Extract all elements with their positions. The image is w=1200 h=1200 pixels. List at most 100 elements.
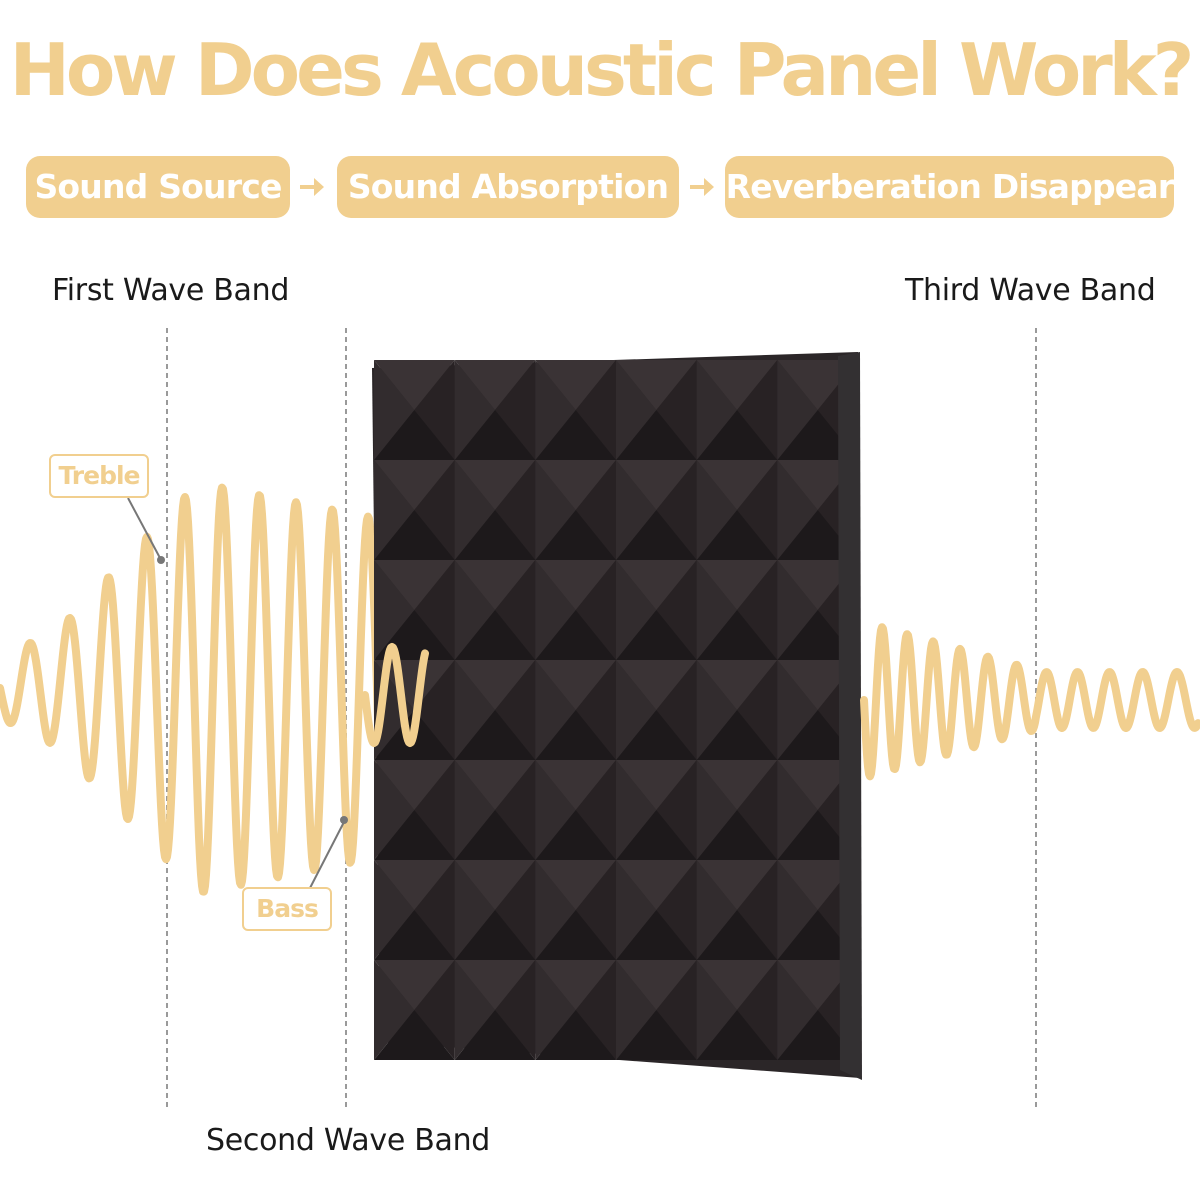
foam-pyramid-face: [777, 660, 858, 710]
foam-pyramid-face: [575, 360, 616, 460]
foam-pyramid-face: [575, 660, 616, 760]
foam-pyramid-face: [656, 560, 697, 660]
foam-pyramid-face: [616, 660, 697, 710]
foam-pyramid-face: [616, 460, 657, 560]
foam-pyramid-face: [495, 960, 536, 1060]
foam-pyramid-face: [777, 910, 858, 960]
foam-pyramid-face: [696, 360, 778, 410]
foam-pyramid-face: [454, 860, 495, 960]
foam-pyramid-face: [656, 960, 697, 1060]
foam-pyramid-face: [454, 360, 495, 460]
foam-pyramid-face: [696, 1010, 778, 1060]
foam-pyramid-face: [696, 610, 778, 660]
foam-pyramid-face: [535, 610, 616, 660]
foam-pyramid-face: [616, 560, 657, 660]
foam-pyramid-face: [696, 760, 737, 860]
foam-pyramid-face: [454, 860, 536, 910]
right-arrow-icon: [690, 178, 714, 196]
bass-leader-line: [309, 821, 345, 889]
foam-pyramid-face: [414, 560, 455, 660]
foam-pyramid-face: [454, 960, 536, 1010]
foam-pyramid-face: [535, 410, 616, 460]
foam-pyramid-face: [374, 960, 455, 1010]
foam-pyramid-face: [374, 760, 415, 860]
foam-pyramid-face: [696, 460, 778, 510]
bass-callout: Bass: [242, 887, 332, 931]
foam-pyramid-face: [696, 660, 737, 760]
foam-pyramid-face: [696, 810, 778, 860]
foam-pyramid-face: [616, 610, 697, 660]
foam-pyramid-face: [535, 910, 616, 960]
page-title: How Does Acoustic Panel Work?: [9, 28, 1195, 112]
foam-pyramid-face: [454, 760, 495, 860]
foam-pyramid-face: [454, 360, 536, 410]
foam-pyramid-face: [777, 660, 818, 760]
foam-pyramid-face: [454, 560, 536, 610]
foam-pyramid-face: [535, 460, 576, 560]
foam-pyramid-face: [616, 760, 697, 810]
first-wave-band-label: First Wave Band: [52, 273, 290, 308]
foam-pyramid-face: [535, 760, 576, 860]
bass-pointer-dot: [340, 816, 348, 824]
foam-pyramid-face: [535, 710, 616, 760]
foam-pyramid-face: [454, 660, 495, 760]
foam-pyramid-face: [374, 760, 455, 810]
foam-pyramid-face: [696, 460, 737, 560]
foam-pyramid-face: [696, 760, 778, 810]
foam-pyramid-face: [777, 860, 858, 910]
foam-pyramid-face: [374, 560, 415, 660]
foam-pyramid-face: [374, 810, 455, 860]
foam-pyramid-face: [374, 460, 415, 560]
foam-pyramid-face: [374, 410, 455, 460]
foam-pyramid-face: [374, 560, 455, 610]
foam-panel-edge: [838, 352, 862, 1080]
foam-pyramid-face: [777, 460, 858, 510]
foam-pyramid-face: [777, 1010, 858, 1060]
foam-pyramid-face: [616, 510, 697, 560]
foam-pyramid-face: [535, 360, 616, 410]
foam-pyramid-face: [535, 860, 616, 910]
foam-pyramid-face: [374, 860, 455, 910]
foam-pyramid-face: [535, 360, 576, 460]
foam-pyramid-face: [535, 510, 616, 560]
foam-pyramid-face: [495, 560, 536, 660]
foam-pyramid-face: [535, 460, 616, 510]
foam-pyramid-face: [656, 660, 697, 760]
foam-pyramid-face: [616, 910, 697, 960]
foam-pyramid-face: [454, 410, 536, 460]
foam-pyramid-face: [777, 410, 858, 460]
foam-pyramid-face: [454, 710, 536, 760]
foam-pyramid-face: [535, 860, 576, 960]
foam-pyramid-face: [535, 560, 616, 610]
foam-pyramid-face: [696, 510, 778, 560]
foam-pyramid-face: [777, 560, 818, 660]
foam-pyramid-face: [535, 1010, 616, 1060]
foam-pyramid-face: [777, 960, 818, 1060]
step-sound-absorption: Sound Absorption: [337, 156, 679, 218]
foam-pyramid-face: [535, 960, 576, 1060]
foam-pyramid-face: [454, 510, 536, 560]
foam-pyramid-face: [454, 760, 536, 810]
foam-pyramid-face: [696, 560, 737, 660]
foam-pyramid-face: [575, 460, 616, 560]
foam-pyramid-face: [535, 660, 576, 760]
foam-pyramid-face: [454, 910, 536, 960]
foam-pyramid-face: [777, 960, 858, 1010]
foam-pyramid-face: [737, 960, 778, 1060]
foam-pyramid-face: [696, 960, 778, 1010]
foam-pyramid-face: [616, 1010, 697, 1060]
foam-pyramid-face: [777, 760, 818, 860]
foam-pyramid-face: [374, 360, 415, 460]
foam-pyramid-face: [535, 660, 616, 710]
foam-pyramid-face: [535, 560, 576, 660]
foam-pyramid-face: [777, 360, 858, 410]
foam-pyramid-face: [616, 960, 657, 1060]
foam-pyramid-face: [777, 560, 858, 610]
foam-pyramid-face: [535, 760, 616, 810]
outgoing-sound-wave: [860, 623, 1200, 781]
foam-pyramid-face: [374, 510, 455, 560]
foam-pyramid-face: [414, 660, 455, 760]
incoming-sound-wave: [0, 483, 384, 896]
foam-pyramid-face: [495, 660, 536, 760]
